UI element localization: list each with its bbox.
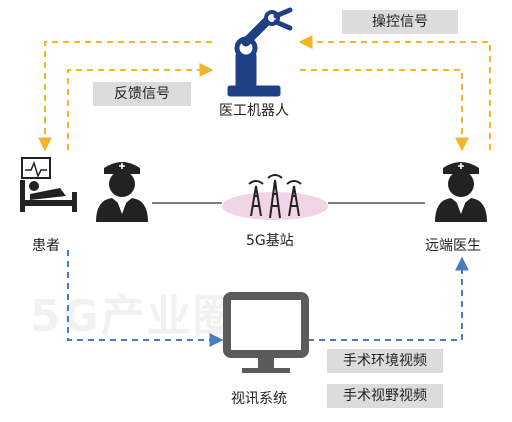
video-system-label: 视讯系统 bbox=[231, 391, 287, 407]
local-doctor-icon bbox=[96, 162, 148, 222]
patient-label: 患者 bbox=[32, 238, 60, 254]
watermark: 5G产业圈 bbox=[30, 291, 239, 342]
surgery-env-video-tag: 手术环境视频 bbox=[327, 349, 443, 373]
5g-tower-icon bbox=[222, 174, 328, 220]
patient-bed-icon bbox=[20, 157, 77, 212]
robot-arm-icon bbox=[227, 7, 293, 97]
base-station-label: 5G基站 bbox=[246, 233, 294, 249]
robot-to-doctor-arrow bbox=[300, 69, 469, 152]
remote-doctor-icon bbox=[435, 162, 487, 222]
video-to-doctor-arrow bbox=[308, 256, 469, 341]
control-signal-arrow bbox=[298, 35, 491, 150]
robot-label: 医工机器人 bbox=[219, 103, 289, 119]
control-signal-tag: 操控信号 bbox=[342, 10, 458, 34]
surgery-view-video-tag: 手术视野视频 bbox=[327, 384, 443, 408]
remote-doctor-label: 远端医生 bbox=[425, 238, 481, 254]
monitor-icon bbox=[223, 292, 309, 373]
feedback-signal-tag: 反馈信号 bbox=[93, 82, 191, 106]
feedback-inner-arrow bbox=[67, 63, 214, 150]
patient-to-video-arrow bbox=[67, 250, 224, 347]
feedback-signal-arrow bbox=[38, 41, 212, 152]
